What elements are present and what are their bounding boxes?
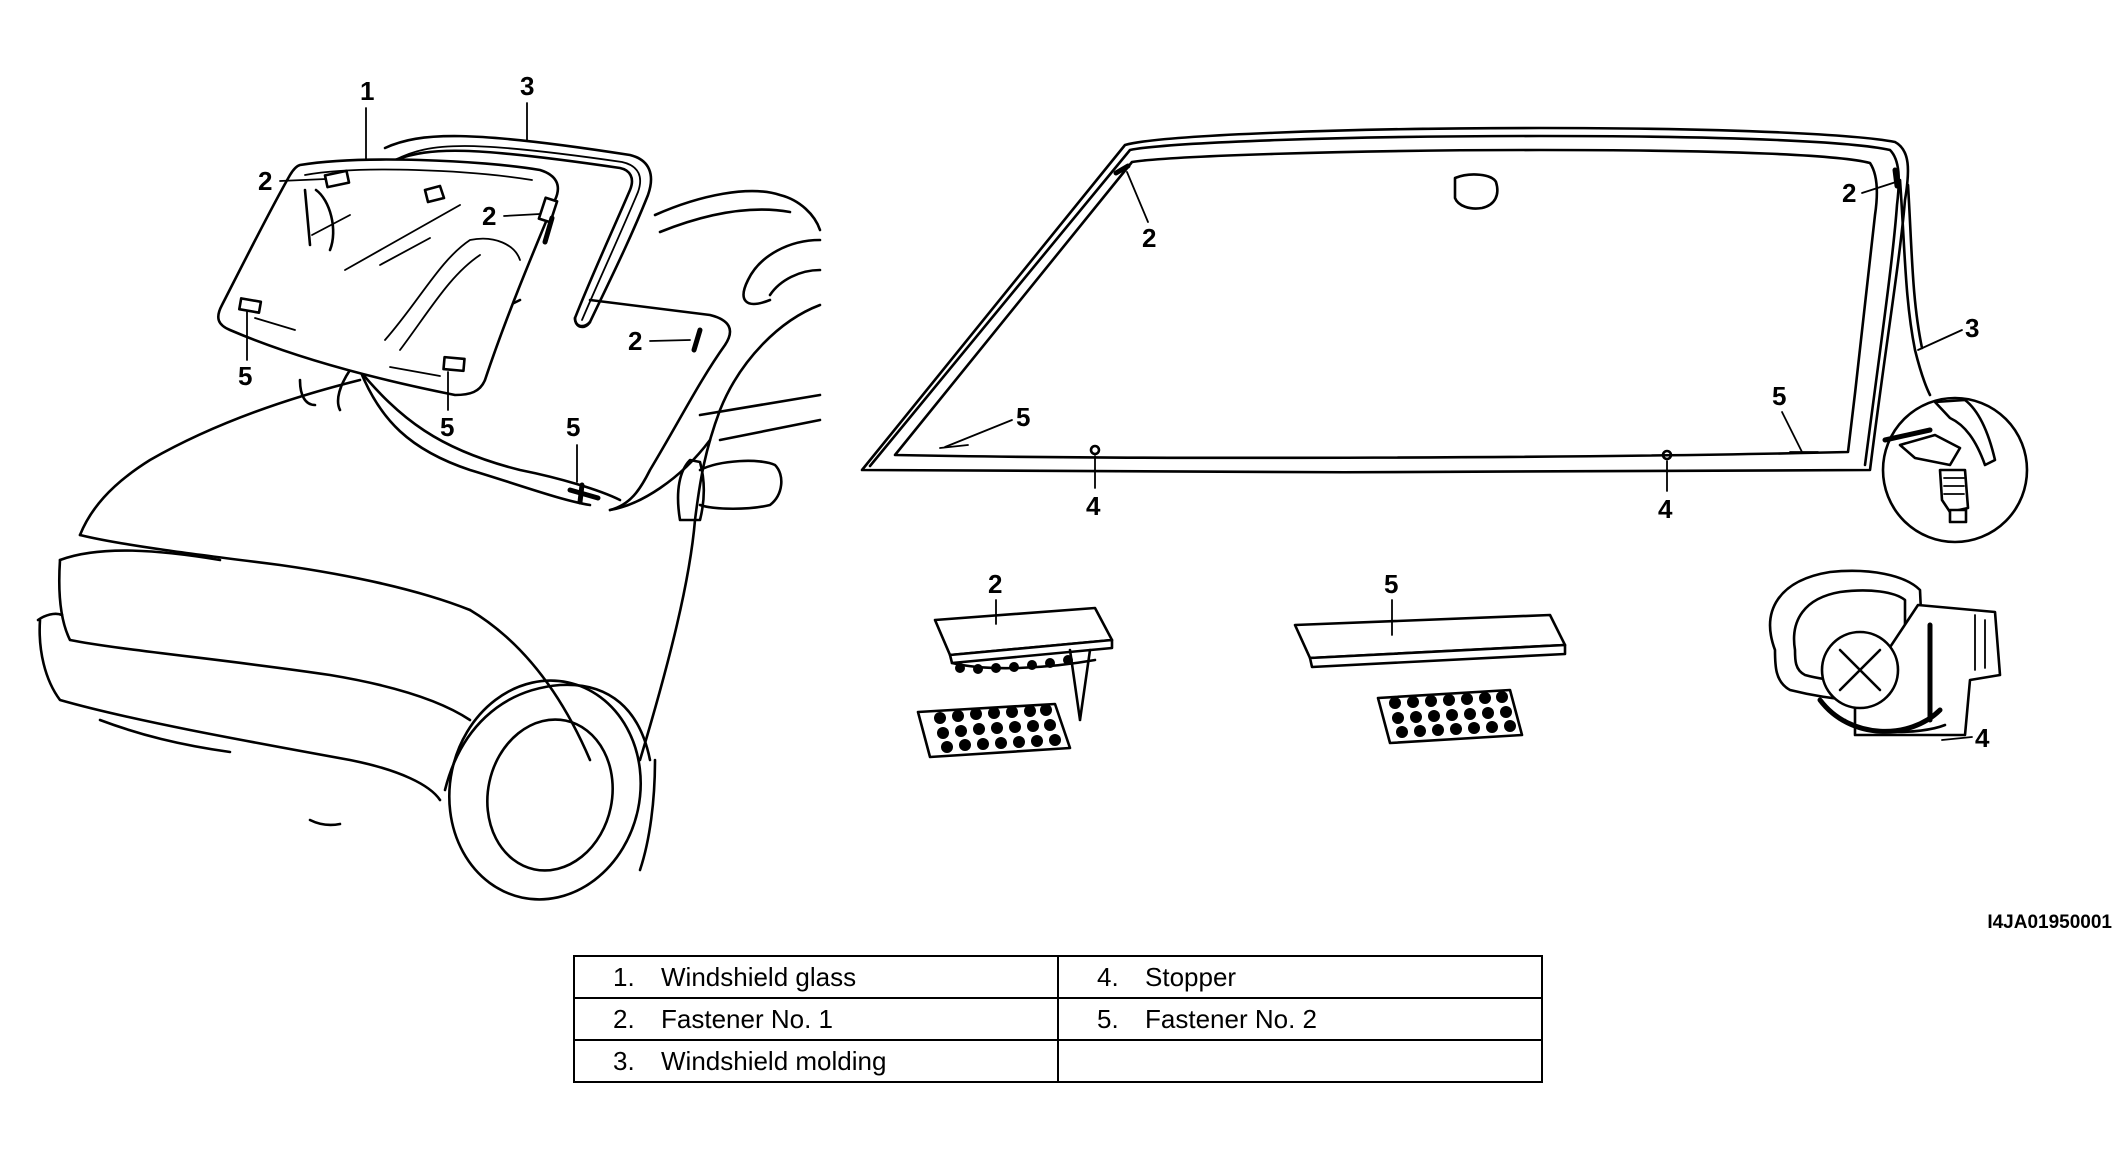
legend-cell: 4. Stopper [1057,955,1543,999]
windshield-glass-exploded [216,158,560,397]
legend-row: 1. Windshield glass 4. Stopper [573,955,1543,999]
parts-legend: 1. Windshield glass 4. Stopper 2. Fastener … [573,955,1543,1083]
vehicle-body [36,189,822,901]
callout-3: 3 [1965,313,1979,343]
callout-1: 1 [360,76,374,106]
fastener-2-detail: 5 [1293,569,1567,745]
callout-4: 4 [1658,494,1673,524]
legend-label: Windshield glass [661,961,857,992]
legend-row: 2. Fastener No. 1 5. Fastener No. 2 [573,997,1543,1041]
molding-detail-circle [1881,396,2029,544]
callout-2: 2 [482,201,496,231]
callout-2: 2 [258,166,272,196]
callout-3: 3 [520,71,534,101]
legend-cell-empty [1057,1039,1543,1083]
legend-number: 1. [613,961,635,992]
fastener-1-detail: 2 [916,569,1114,759]
legend-row: 3. Windshield molding [573,1039,1543,1083]
callout-2: 2 [988,569,1002,599]
legend-cell: 2. Fastener No. 1 [573,997,1059,1041]
callout-5: 5 [440,412,454,442]
figure-id: I4JA01950001 [1987,912,2112,933]
callout-2: 2 [628,326,642,356]
callout-5: 5 [1016,402,1030,432]
callout-2: 2 [1842,178,1856,208]
legend-number: 2. [613,1003,635,1034]
windshield-front-view [860,126,1932,474]
windshield-molding-exploded [383,134,653,329]
legend-cell: 3. Windshield molding [573,1039,1059,1083]
legend-label: Fastener No. 2 [1145,1003,1317,1034]
legend-label: Windshield molding [661,1045,887,1076]
callout-4: 4 [1086,491,1101,521]
callout-5: 5 [1384,569,1398,599]
legend-label: Stopper [1145,961,1237,992]
callout-4: 4 [1975,723,1990,753]
legend-cell: 1. Windshield glass [573,955,1059,999]
callout-2: 2 [1142,223,1156,253]
legend-cell: 5. Fastener No. 2 [1057,997,1543,1041]
legend-label: Fastener No. 1 [661,1003,833,1034]
legend-number: 5. [1097,1003,1119,1034]
stopper-detail: 4 [1768,569,2002,753]
callout-5: 5 [238,361,252,391]
callouts-right: 2 2 3 5 5 4 4 [944,171,1979,524]
callout-5: 5 [566,412,580,442]
callout-5: 5 [1772,381,1786,411]
legend-number: 4. [1097,961,1119,992]
callouts-left: 1 3 2 2 2 5 5 5 [238,71,691,483]
legend-number: 3. [613,1045,635,1076]
